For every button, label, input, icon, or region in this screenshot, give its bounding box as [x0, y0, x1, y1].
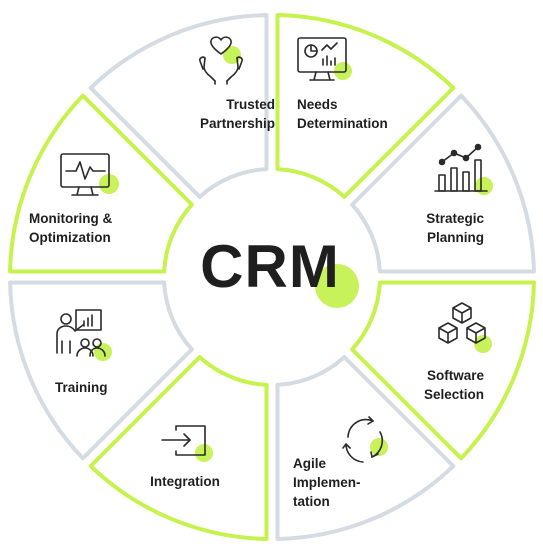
heart-hands-icon [199, 36, 243, 85]
sign-in-icon [161, 425, 213, 462]
dashboard-monitor-icon [297, 37, 352, 81]
segment-presentation [8, 280, 194, 461]
segment-growth-chart [350, 93, 536, 274]
segment-heart-hands [88, 13, 269, 199]
segment-cycle-arrows [275, 355, 456, 541]
growth-chart-icon [434, 143, 493, 195]
segment-label-trusted-partnership: Trusted Partnership [199, 97, 275, 131]
segment-label-software-selection: Software Selection [423, 368, 484, 402]
segment-cubes [350, 280, 536, 461]
segment-label-integration: Integration [150, 474, 220, 489]
segment-label-agile-implementation: Agile Implemen- tation [293, 456, 361, 509]
center-title: CRM [200, 233, 340, 300]
segment-dashboard-monitor [275, 13, 456, 199]
presentation-icon [56, 309, 112, 361]
center-accent-dot [315, 264, 359, 308]
segment-label-monitoring-optimization: Monitoring & Optimization [29, 211, 113, 245]
segment-label-training: Training [55, 380, 108, 395]
segment-label-strategic-planning: Strategic Planning [426, 211, 484, 245]
segment-label-needs-determination: Needs Determination [297, 97, 388, 131]
cycle-arrows-icon [342, 416, 388, 463]
monitor-pulse-icon [60, 153, 119, 196]
cubes-icon [438, 302, 492, 353]
segment-sign-in [88, 355, 269, 541]
